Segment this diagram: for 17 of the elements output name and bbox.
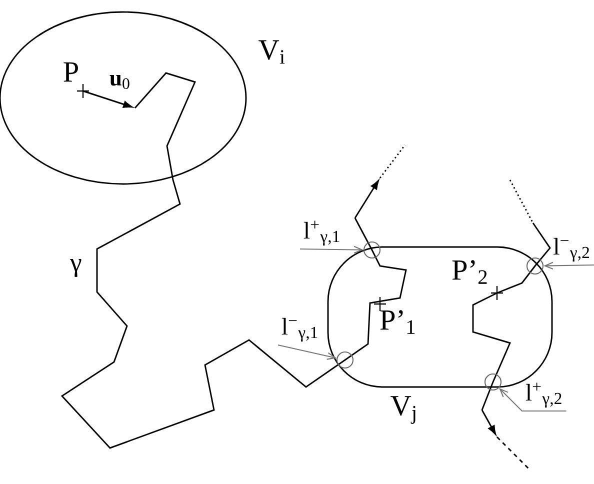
leader-text: l$^{−}$γ,1 <box>282 318 318 342</box>
leader-arrow <box>544 262 594 270</box>
point-label: P’$_{2}$ <box>452 260 487 284</box>
region-label: V$_{j}$ <box>390 396 416 424</box>
leader-text: l$^{+}$γ,1 <box>304 220 340 246</box>
path-label: γ <box>70 259 82 277</box>
leader-arrow <box>278 344 337 360</box>
leader-text: l$^{+}$γ,2 <box>526 382 562 408</box>
point-label: P’$_{1}$ <box>380 310 415 334</box>
intersection-circle <box>484 373 502 391</box>
intersection-circle <box>363 241 381 259</box>
leader-arrow <box>300 246 364 254</box>
point-label: P <box>64 62 78 82</box>
leader-text: l$^{−}$γ,2 <box>554 238 589 262</box>
vector-label: u$_{0}$ <box>110 74 130 89</box>
region-label: V$_{i}$ <box>258 40 285 64</box>
leader-arrow <box>499 388 566 412</box>
